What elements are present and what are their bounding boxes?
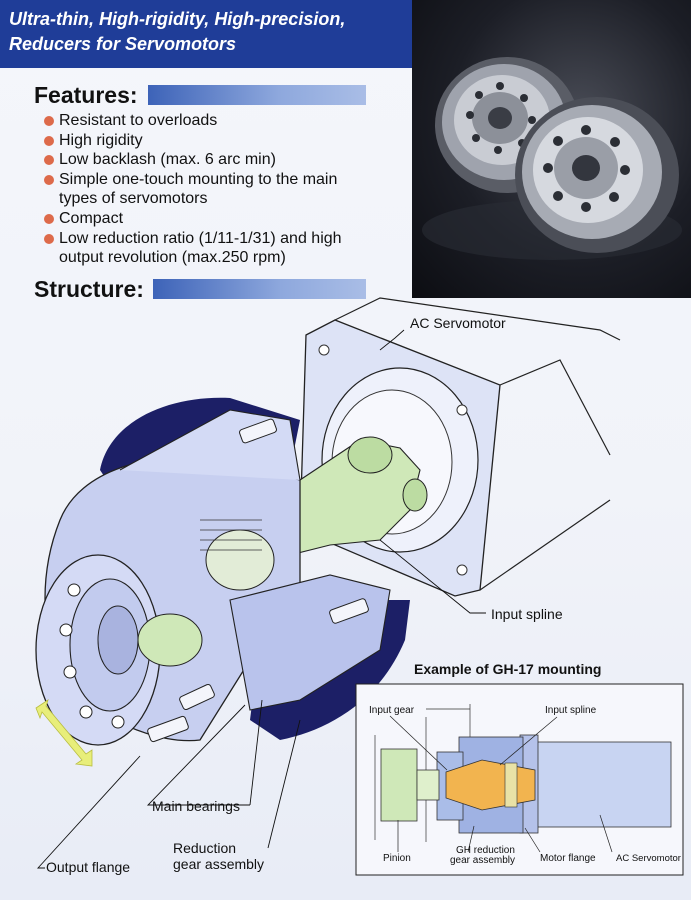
bullet-icon (44, 213, 54, 224)
structure-heading-bar (153, 279, 366, 299)
label-input-spline: Input spline (491, 606, 563, 622)
bullet-icon (44, 116, 54, 126)
rotation-arrow-icon (35, 699, 93, 767)
bullet-icon (44, 135, 54, 146)
feature-item: High rigidity (44, 131, 404, 151)
feature-item: Compact (44, 209, 404, 229)
label-output-flange: Output flange (46, 859, 131, 875)
banner-title-line1: Ultra-thin, High-rigidity, High-precisio… (9, 9, 346, 29)
features-list: Resistant to overloads High rigidity Low… (44, 111, 404, 268)
label-reduction-line1: Reduction (173, 840, 237, 856)
features-heading: Features: (34, 82, 138, 108)
product-photo (412, 0, 691, 298)
label-ac-servomotor: AC Servomotor (410, 315, 506, 331)
feature-item: Resistant to overloads (44, 111, 404, 131)
example-title: Example of GH-17 mounting (414, 661, 602, 677)
ex-label-gh-line2: gear assembly (450, 855, 516, 866)
bullet-icon (44, 233, 54, 244)
banner-title-line2: Reducers for Servomotors (9, 34, 237, 54)
ex-label-gh-line1: GH reduction (456, 845, 515, 856)
ex-label-ac-servomotor: AC Servomotor (616, 853, 681, 864)
ex-label-motor-flange: Motor flange (540, 853, 596, 864)
features-heading-bar (148, 85, 366, 105)
ex-label-input-spline: Input spline (545, 705, 597, 716)
reducer-photo-illustration (422, 57, 682, 260)
bullet-icon (44, 174, 54, 185)
feature-item: Simple one-touch mounting to the main ty… (44, 170, 371, 209)
ex-label-pinion: Pinion (383, 853, 411, 864)
feature-item: Low reduction ratio (1/11-1/31) and high… (44, 229, 371, 268)
label-main-bearings: Main bearings (152, 798, 240, 814)
feature-item: Low backlash (max. 6 arc min) (44, 150, 404, 170)
ex-label-input-gear: Input gear (369, 705, 415, 716)
label-reduction-line2: gear assembly (173, 856, 265, 872)
structure-heading: Structure: (34, 276, 144, 302)
bullet-icon (44, 155, 54, 166)
title-banner: Ultra-thin, High-rigidity, High-precisio… (0, 0, 412, 68)
